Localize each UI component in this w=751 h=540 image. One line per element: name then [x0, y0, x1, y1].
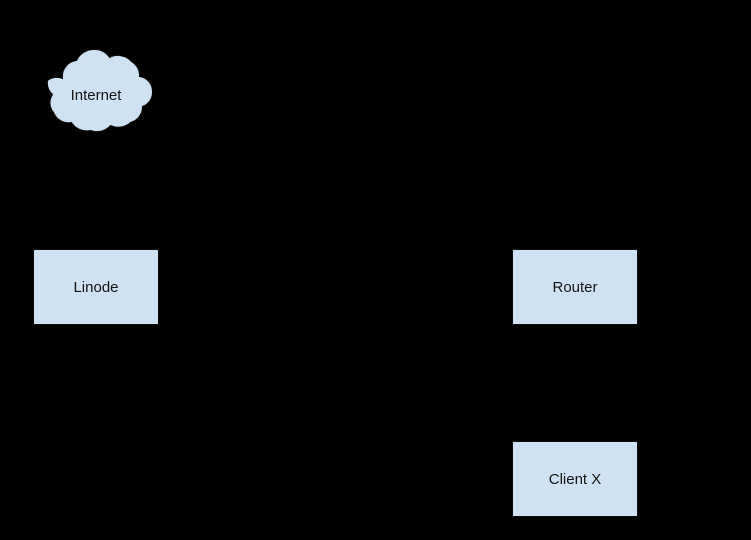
node-client-x-label: Client X	[548, 470, 602, 488]
node-linode[interactable]: Linode	[33, 249, 159, 325]
node-internet-label: Internet	[70, 86, 122, 104]
node-internet[interactable]: Internet	[32, 48, 160, 142]
node-internet-label-wrap: Internet	[32, 48, 160, 142]
node-router-label: Router	[552, 278, 598, 296]
node-router[interactable]: Router	[512, 249, 638, 325]
cloud-icon	[46, 48, 154, 133]
node-linode-label: Linode	[73, 278, 119, 296]
node-client-x[interactable]: Client X	[512, 441, 638, 517]
